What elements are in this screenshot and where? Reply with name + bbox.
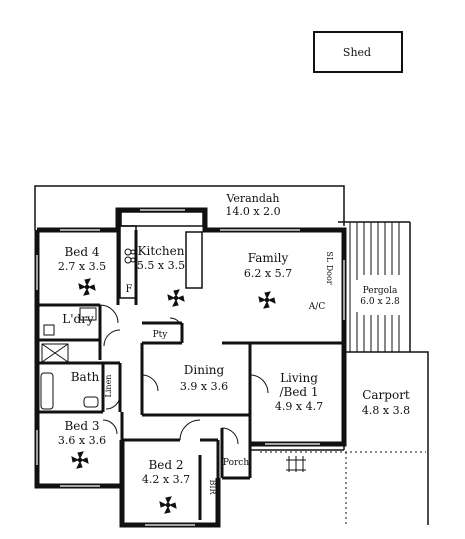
sl-door-label: SL Door [325, 251, 334, 284]
bath-label: Bath [71, 370, 100, 384]
bed3-name: Bed 3 [64, 419, 99, 433]
bathtub-icon [40, 372, 99, 410]
carport [250, 351, 429, 525]
fan-icon-bed2 [159, 496, 177, 514]
living-name2: /Bed 1 [279, 385, 318, 399]
dining-name: Dining [184, 363, 225, 377]
shed-label: Shed [343, 46, 371, 59]
kitchen-size: 5.5 x 3.5 [137, 259, 185, 272]
carport-name: Carport [362, 388, 410, 402]
shower-icon [41, 343, 69, 363]
fridge-label: F [126, 284, 133, 295]
outdoor-grid-icon [286, 456, 306, 472]
fan-icon-bed4 [78, 278, 96, 296]
linen-label: Linen [104, 375, 113, 398]
dining-size: 3.9 x 3.6 [180, 380, 228, 393]
pergola-slats [349, 222, 400, 352]
kitchen-benches [119, 211, 204, 299]
living-size: 4.9 x 4.7 [275, 400, 323, 413]
pty-label: Pty [153, 330, 169, 340]
ac-label: A/C [308, 302, 326, 312]
ceiling-fan-icons [71, 278, 276, 514]
laundry-fixtures [43, 307, 97, 336]
stove-icon [124, 248, 136, 264]
kitchen-name: Kitchen [138, 244, 185, 258]
pergola-label-bg [356, 280, 406, 312]
bed4-name: Bed 4 [64, 245, 99, 259]
verandah-name: Verandah [225, 192, 279, 205]
porch-label: Porch [223, 458, 249, 468]
bed3-size: 3.6 x 3.6 [58, 434, 106, 447]
fan-icon-kitchen [167, 289, 185, 307]
carport-dashes [260, 451, 426, 525]
pergola-name: Pergola [363, 286, 398, 296]
living-name: Living [280, 371, 318, 385]
shed-box [313, 31, 403, 73]
bed2-name: Bed 2 [148, 458, 183, 472]
carport-size: 4.8 x 3.8 [362, 404, 410, 417]
door-swings [99, 304, 269, 445]
verandah-size: 14.0 x 2.0 [225, 205, 280, 218]
family-size: 6.2 x 5.7 [244, 267, 292, 280]
pergola-size: 6.0 x 2.8 [360, 297, 400, 307]
bed2-size: 4.2 x 3.7 [142, 473, 190, 486]
fan-icon-bed3 [71, 451, 89, 469]
family-name: Family [248, 251, 289, 265]
fan-icon-family [258, 291, 276, 309]
bed4-size: 2.7 x 3.5 [58, 260, 106, 273]
window-panes [36, 209, 345, 526]
ldry-label: L'dry [62, 312, 94, 326]
bir-label: BIR [208, 479, 217, 495]
